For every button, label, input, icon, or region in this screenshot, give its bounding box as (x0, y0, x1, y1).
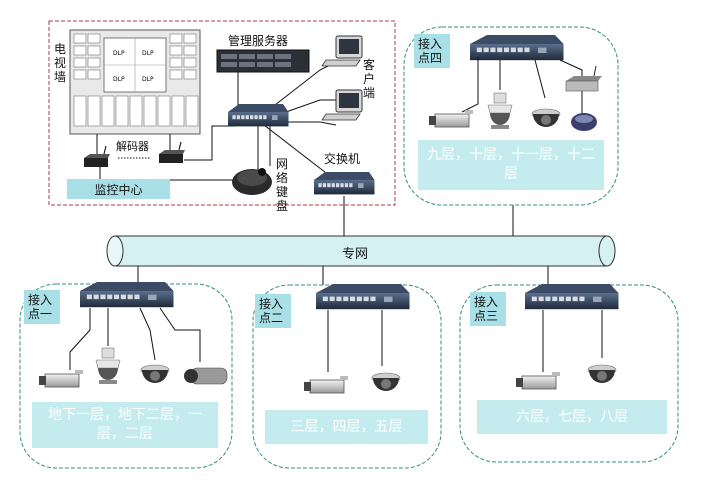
ap2-box-camera-icon (303, 375, 349, 394)
ap3-dome-camera-icon (587, 364, 617, 384)
access-point-4-floors: 九层，十层，十一层，十二层 (418, 140, 604, 190)
ap4-encoder-icon (565, 65, 602, 92)
access-point-2-tag: 接入点二 (255, 294, 291, 328)
access-point-4-tag: 接入点四 (414, 34, 450, 68)
ap3-switch-icon (525, 284, 619, 310)
dlp-label-3: DLP (113, 76, 125, 83)
access-point-3-floors: 六层，七层，八层 (477, 400, 667, 434)
monitor-center-region (48, 20, 396, 206)
access-point-1-tag: 接入点一 (24, 290, 60, 324)
center-switch-icon (228, 104, 289, 127)
client-pc-1 (321, 35, 363, 67)
ap4-box-camera-icon (428, 109, 474, 128)
ap4-ptz-camera-icon (487, 92, 513, 130)
core-switch-icon (314, 172, 375, 195)
server-label: 管理服务器 (228, 34, 289, 48)
ap2-switch-icon (316, 284, 410, 310)
monitor-center-tag: 监控中心 (67, 179, 170, 199)
client-label: 客户端 (362, 58, 375, 100)
decoder-label: 解码器 (116, 140, 149, 153)
decoder-left (84, 145, 110, 167)
ap2-dome-camera-icon (371, 372, 401, 392)
switch-label: 交换机 (324, 152, 361, 166)
ap4-speed-dome-icon (571, 113, 597, 131)
keyboard-label: 网络键盘 (275, 157, 288, 213)
dlp-label-1: DLP (113, 50, 125, 57)
management-server (216, 49, 310, 73)
ap3-box-camera-icon (515, 371, 561, 390)
access-point-2-floors: 三层，四层，五层 (265, 410, 428, 444)
decoder-right (159, 141, 185, 163)
ap1-dome-camera-icon (140, 364, 170, 384)
ap4-dome-camera-icon (531, 108, 561, 128)
dlp-label-2: DLP (142, 50, 154, 57)
ap1-ptz-camera-icon (95, 347, 121, 385)
ap1-bullet-camera-icon (184, 367, 228, 385)
client-pc-2 (321, 89, 363, 121)
access-point-4-region (403, 26, 619, 206)
dlp-label-4: DLP (142, 76, 154, 83)
private-network-label: 专网 (342, 247, 369, 262)
ap1-box-camera-icon (38, 369, 84, 388)
private-network-pipe (106, 235, 616, 267)
ap4-switch-icon (470, 35, 564, 61)
network-keyboard (232, 168, 272, 195)
tv-wall: DLP DLP DLP DLP (69, 29, 201, 135)
ap1-switch-icon (80, 282, 174, 308)
access-point-3-tag: 接入点三 (470, 292, 506, 326)
tv-wall-label: 电视墙 (53, 42, 66, 84)
access-point-1-floors: 地下一层，地下二层，一层，二层 (32, 402, 218, 448)
